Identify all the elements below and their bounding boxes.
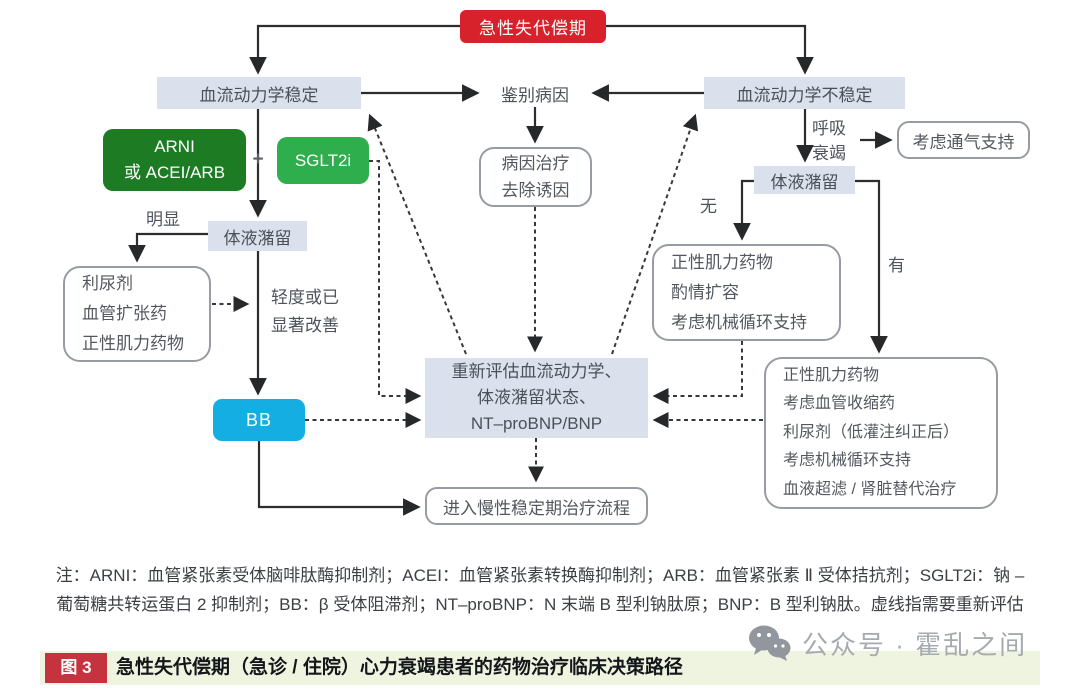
node-ventilation-support: 考虑通气支持 — [897, 121, 1030, 159]
label-mild-improved: 轻度或已 显著改善 — [271, 284, 339, 340]
node-diuretics: 利尿剂 血管扩张药 正性肌力药物 — [63, 266, 211, 362]
unstabletx-line2: 考虑血管收缩药 — [783, 395, 896, 413]
dashed-inotropes-to-reassess — [652, 341, 743, 404]
reassess-line2: 体液潴留状态、 — [477, 388, 596, 407]
resp-line2: 衰竭 — [812, 144, 846, 163]
diuretics-line2: 血管扩张药 — [82, 304, 167, 323]
arrow-acute-to-unstable — [606, 24, 814, 75]
reassess-line3: NT–proBNP/BNP — [470, 414, 603, 433]
watermark: 公众号 · 霍乱之间 — [748, 624, 1027, 662]
plus-sign: + — [252, 149, 264, 170]
arrow-acute-to-stable — [249, 24, 460, 75]
node-hemodynamically-stable: 血流动力学稳定 — [157, 77, 361, 109]
label-yes: 有 — [888, 256, 905, 275]
dashed-reassess-to-stable — [367, 113, 467, 355]
figure-caption: 急性失代偿期（急诊 / 住院）心力衰竭患者的药物治疗临床决策路径 — [116, 657, 683, 678]
dashed-sglt2i-to-reassess — [369, 160, 422, 404]
node-cause-treatment: 病因治疗 去除诱因 — [479, 147, 592, 207]
node-chronic-phase: 进入慢性稳定期治疗流程 — [425, 487, 648, 525]
node-reassess: 重新评估血流动力学、 体液潴留状态、 NT–proBNP/BNP — [425, 358, 648, 438]
unstabletx-line1: 正性肌力药物 — [783, 366, 880, 384]
arrow-congestion-to-diuretics — [128, 232, 208, 263]
diuretics-line1: 利尿剂 — [82, 274, 133, 293]
footnote-line1: 注：ARNI：血管紧张素受体脑啡肽酶抑制剂；ACEI：血管紧张素转换酶抑制剂；A… — [55, 566, 1025, 585]
unstabletx-line3: 利尿剂（低灌注纠正后） — [783, 423, 960, 441]
label-obvious: 明显 — [146, 210, 180, 229]
node-congestion-left: 体液潴留 — [208, 221, 307, 251]
footnote: 注：ARNI：血管紧张素受体脑啡肽酶抑制剂；ACEI：血管紧张素转换酶抑制剂；A… — [40, 561, 1040, 619]
node-inotropes: 正性肌力药物 酌情扩容 考虑机械循环支持 — [652, 244, 841, 341]
label-none: 无 — [700, 197, 717, 216]
label-respiratory-failure: 呼吸 衰竭 — [812, 116, 868, 166]
cause-line1: 病因治疗 — [501, 153, 570, 173]
arrow-congestion-none-to-inotropes — [733, 179, 754, 241]
arni-line2: 或 ACEI/ARB — [123, 163, 226, 182]
resp-line1: 呼吸 — [812, 119, 846, 138]
node-sglt2i: SGLT2i — [277, 137, 369, 184]
mild-line1: 轻度或已 — [271, 288, 339, 307]
figure-number-badge: 图 3 — [45, 653, 107, 683]
footnote-line2: 葡萄糖共转运蛋白 2 抑制剂；BB：β 受体阻滞剂；NT–proBNP：N 末端… — [56, 595, 1024, 614]
unstabletx-line4: 考虑机械循环支持 — [783, 452, 912, 470]
caption-strip — [40, 651, 1040, 685]
node-unstable-treatment: 正性肌力药物 考虑血管收缩药 利尿剂（低灌注纠正后） 考虑机械循环支持 血液超滤… — [764, 357, 998, 509]
arrow-congestion-yes-to-unstabletx — [855, 179, 888, 354]
inotropes-line3: 考虑机械循环支持 — [671, 312, 807, 332]
dashed-reassess-to-unstable — [611, 113, 699, 355]
node-identify-etiology: 鉴别病因 — [501, 85, 569, 105]
mild-line2: 显著改善 — [271, 316, 339, 335]
node-hemodynamically-unstable: 血流动力学不稳定 — [704, 77, 905, 109]
inotropes-line1: 正性肌力药物 — [671, 252, 773, 272]
diuretics-line3: 正性肌力药物 — [82, 334, 184, 353]
arni-line1: ARNI — [154, 136, 195, 156]
node-congestion-right: 体液潴留 — [754, 166, 855, 194]
unstabletx-line5: 血液超滤 / 肾脏替代治疗 — [783, 480, 957, 498]
arrow-bb-to-chronic — [257, 441, 421, 516]
node-acute-decompensation: 急性失代偿期 — [460, 10, 606, 43]
watermark-text: 公众号 · 霍乱之间 — [802, 629, 1028, 660]
wechat-icon — [748, 624, 792, 662]
cause-line2: 去除诱因 — [501, 181, 570, 200]
reassess-line1: 重新评估血流动力学、 — [451, 362, 622, 381]
node-arni-acei-arb: ARNI 或 ACEI/ARB — [103, 129, 246, 191]
inotropes-line2: 酌情扩容 — [671, 282, 739, 302]
node-bb: BB — [213, 399, 305, 441]
